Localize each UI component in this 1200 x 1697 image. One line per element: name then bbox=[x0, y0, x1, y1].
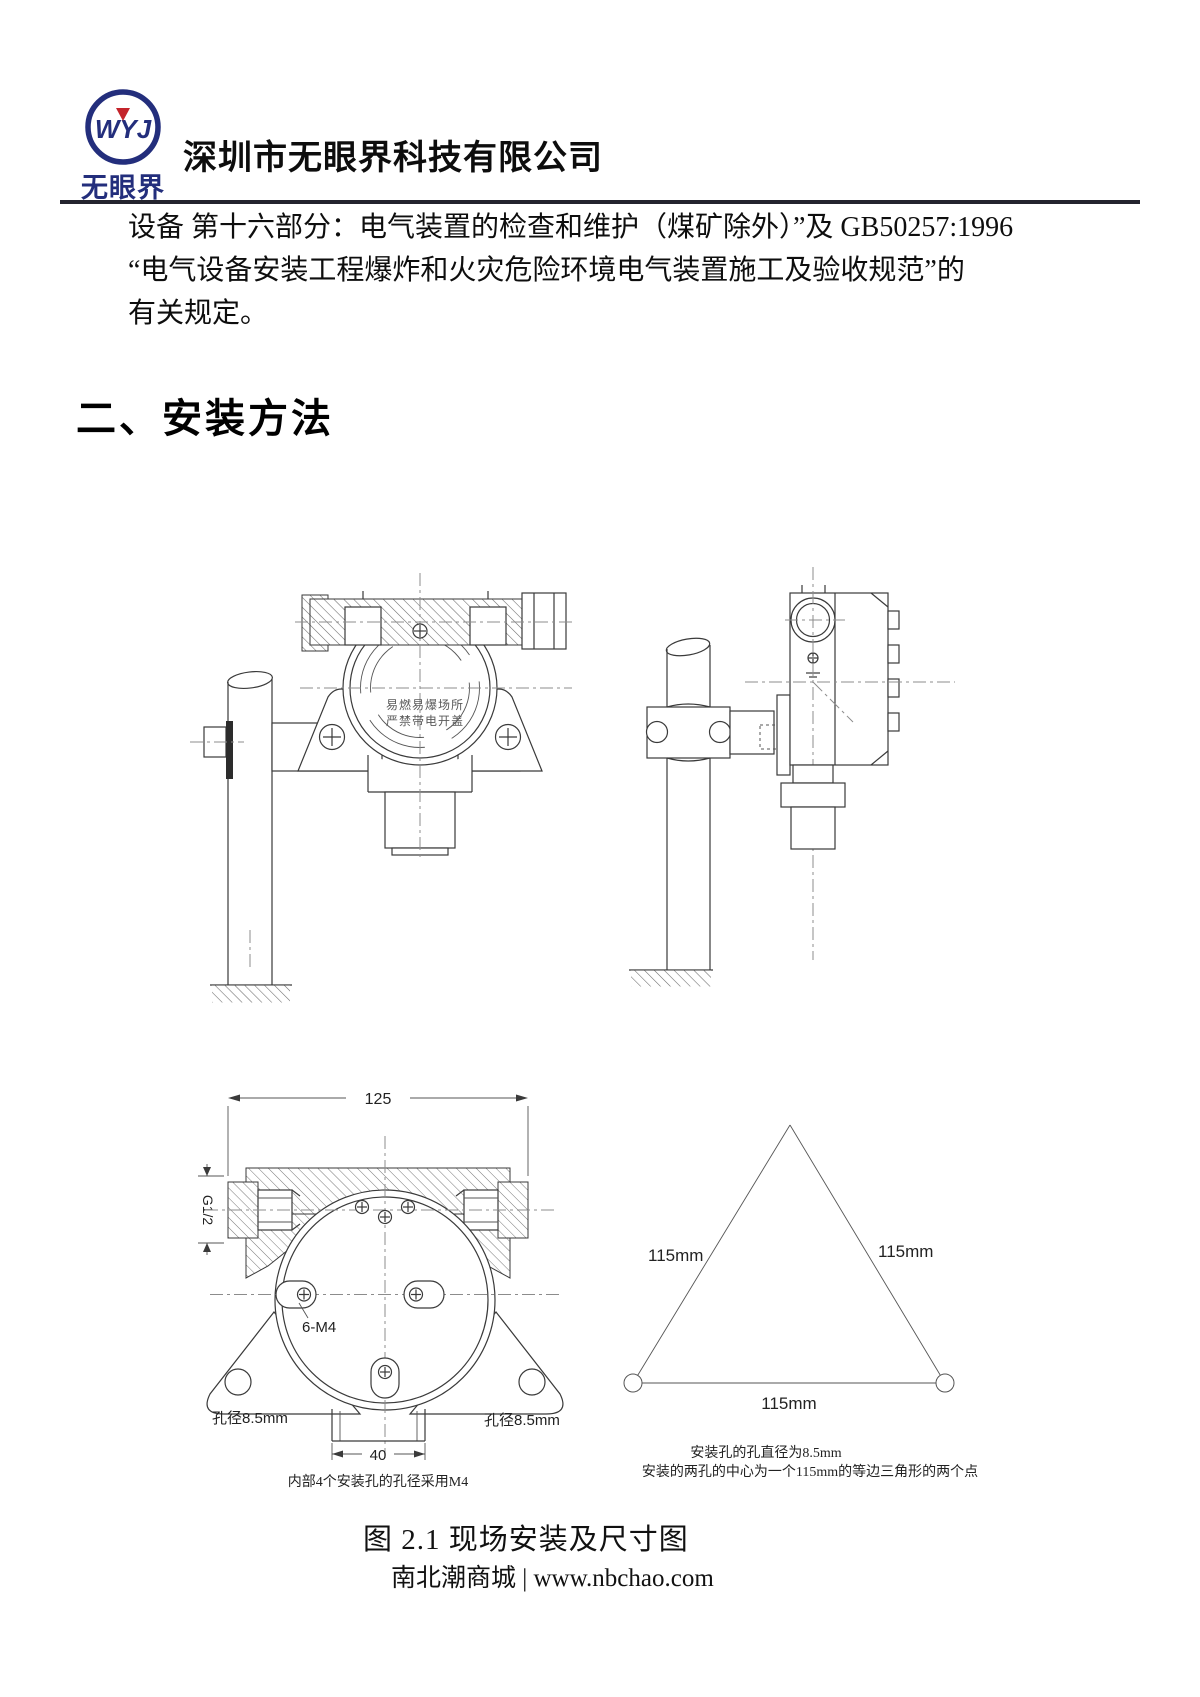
triangle-diagram: 115mm 115mm 115mm 安装孔的孔直径为8.5mm 安装的两孔的中心… bbox=[623, 1124, 978, 1480]
header-divider bbox=[60, 200, 1140, 204]
end-nut bbox=[521, 592, 567, 650]
logo-circle bbox=[85, 89, 161, 165]
intro-line-2: “电气设备安装工程爆炸和火灾危险环境电气装置施工及验收规范”的 bbox=[128, 255, 965, 286]
dim-125-label: 125 bbox=[365, 1091, 392, 1108]
ground-hatch-side bbox=[629, 969, 713, 987]
dimension-drawing: 125 G1/2 bbox=[198, 1091, 564, 1490]
hole-label-left: 孔径8.5mm bbox=[212, 1410, 288, 1427]
mounting-pole-front bbox=[227, 670, 273, 985]
company-name: 深圳市无眼界科技有限公司 bbox=[183, 140, 603, 177]
triangle-base-label: 115mm bbox=[761, 1394, 816, 1413]
mounting-pole-side bbox=[665, 637, 711, 970]
dim-40: 40 bbox=[331, 1443, 426, 1464]
wing-screws bbox=[318, 723, 522, 751]
screws-label: 6-M4 bbox=[302, 1319, 336, 1336]
intro-line-1: 设备 第十六部分：电气装置的检查和维护（煤矿除外）”及 GB50257:1996 bbox=[128, 212, 1014, 243]
mount-hole-right bbox=[935, 1373, 955, 1393]
pole-clamp bbox=[645, 703, 732, 762]
screws-leader-line bbox=[298, 1302, 309, 1319]
triangle-shape bbox=[623, 1124, 955, 1393]
centerlines-front bbox=[295, 573, 576, 860]
bottom-neck bbox=[331, 1409, 426, 1442]
bracket-bolt bbox=[190, 721, 244, 779]
triangle-note-2: 安装的两孔的中心为一个115mm的等边三角形的两个点 bbox=[642, 1463, 978, 1480]
ground-hatch-front bbox=[210, 984, 292, 1003]
side-view-drawing bbox=[629, 567, 955, 987]
figure-caption: 图 2.1 现场安装及尺寸图 bbox=[363, 1524, 689, 1556]
logo-red-triangle-icon bbox=[116, 108, 130, 121]
triangle-note-1: 安装孔的孔直径为8.5mm bbox=[690, 1444, 841, 1461]
housing-warning-line-1: 易燃易爆场所 bbox=[386, 697, 464, 712]
inner-holes-note: 内部4个安装孔的孔径采用M4 bbox=[288, 1474, 468, 1490]
inner-screws bbox=[275, 1199, 445, 1399]
dim-40-label: 40 bbox=[370, 1447, 387, 1464]
hole-label-right: 孔径8.5mm bbox=[484, 1412, 560, 1429]
top-screw bbox=[412, 623, 428, 639]
footer-site-text: 南北潮商城 | www.nbchao.com bbox=[391, 1565, 714, 1592]
mount-plate-side bbox=[776, 694, 791, 776]
front-view-drawing: 易燃易爆场所 严禁带电开盖 bbox=[190, 573, 576, 1003]
centerlines-side bbox=[745, 567, 955, 960]
housing-warning-line-2: 严禁带电开盖 bbox=[386, 714, 464, 728]
dim-125: 125 bbox=[227, 1091, 529, 1176]
mount-hole-left bbox=[623, 1373, 643, 1393]
logo-wordmark: 无眼界 bbox=[81, 173, 165, 203]
clamp-arm bbox=[729, 710, 775, 755]
intro-paragraph: 设备 第十六部分：电气装置的检查和维护（煤矿除外）”及 GB50257:1996… bbox=[128, 206, 1108, 335]
sensor-head-side bbox=[780, 764, 846, 850]
triangle-left-label: 115mm bbox=[648, 1246, 703, 1265]
conduit-bar bbox=[301, 591, 567, 652]
triangle-right-label: 115mm bbox=[878, 1242, 933, 1261]
intro-line-3: 有关规定。 bbox=[128, 298, 269, 329]
company-logo-icon: WYJ bbox=[85, 89, 161, 165]
centerlines-dim bbox=[205, 1136, 562, 1458]
section-heading: 二、安装方法 bbox=[76, 397, 334, 441]
